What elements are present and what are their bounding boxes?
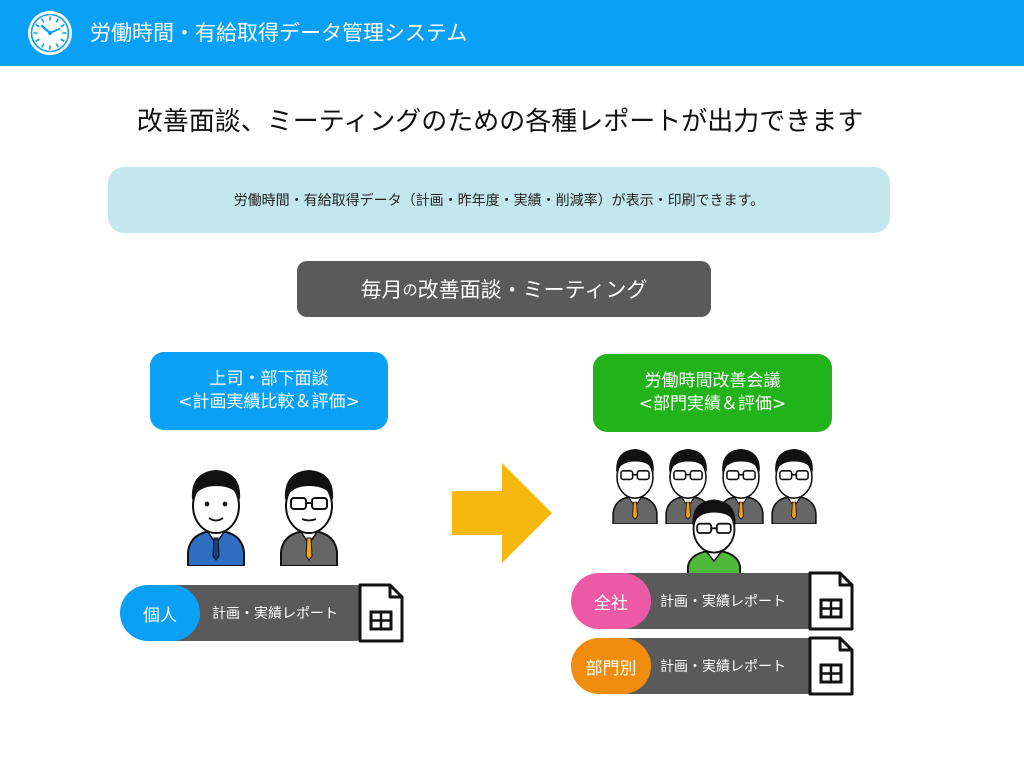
bubble-title: 労働時間改善会議 (644, 371, 781, 391)
tag-label: 全社 (594, 593, 628, 614)
bubble-subtitle: <部門実績＆評価> (638, 394, 787, 414)
report-bar-department: 計画・実績レポート (612, 638, 834, 694)
improvement-meeting-bubble: 労働時間改善会議 <部門実績＆評価> (593, 354, 832, 432)
tag-department: 部門別 (571, 638, 651, 694)
meeting-text-2: の (402, 280, 418, 299)
subordinate-person-icon (187, 470, 245, 566)
app-header (0, 0, 1024, 66)
report-label: 計画・実績レポート (660, 659, 786, 675)
spreadsheet-icon (358, 583, 404, 643)
tag-label: 部門別 (585, 658, 637, 679)
meeting-banner: 毎月の改善面談・ミーティング (297, 261, 711, 317)
app-title: 労働時間・有給取得データ管理システム (90, 21, 468, 45)
presenter-person-icon (686, 499, 742, 574)
spreadsheet-icon (808, 571, 854, 631)
tag-company: 全社 (571, 573, 651, 629)
spreadsheet-icon (808, 636, 854, 696)
attendee-person-icon (771, 448, 817, 524)
tag-label: 個人 (143, 605, 177, 626)
report-label: 計画・実績レポート (212, 606, 338, 622)
info-text: 労働時間・有給取得データ（計画・昨年度・実績・削減率）が表示・印刷できます。 (233, 193, 765, 209)
report-bar-individual: 計画・実績レポート (160, 585, 382, 641)
attendee-person-icon (612, 448, 658, 524)
info-box: 労働時間・有給取得データ（計画・昨年度・実績・削減率）が表示・印刷できます。 (108, 167, 890, 233)
tag-individual: 個人 (120, 585, 200, 641)
bubble-subtitle: <計画実績比較＆評価> (178, 392, 360, 412)
boss-person-icon (280, 470, 338, 566)
page-headline: 改善面談、ミーティングのための各種レポートが出力できます (136, 107, 864, 137)
right-arrow-icon (452, 463, 552, 563)
boss-subordinate-bubble: 上司・部下面談 <計画実績比較＆評価> (150, 352, 388, 430)
report-label: 計画・実績レポート (660, 594, 786, 610)
meeting-text-1: 毎月 (360, 278, 403, 302)
clock-icon (28, 11, 72, 55)
meeting-text-3: 改善面談・ミーティング (417, 278, 648, 302)
bubble-title: 上司・部下面談 (209, 369, 329, 389)
